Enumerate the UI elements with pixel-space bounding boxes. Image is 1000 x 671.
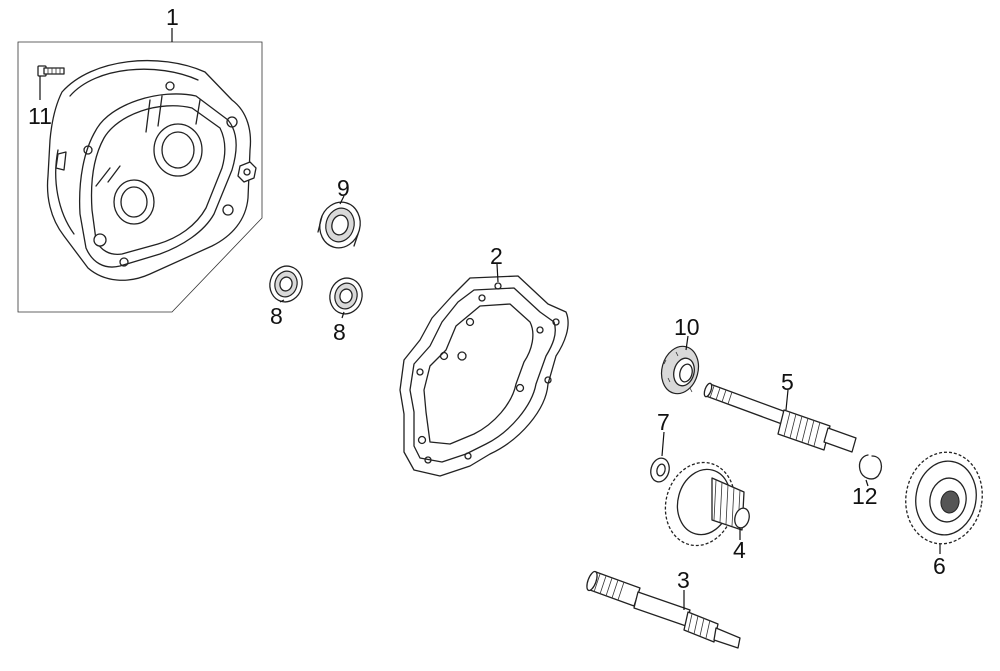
- leader-2: [496, 263, 499, 283]
- leader-9: [339, 195, 345, 205]
- part-8-bearing-right[interactable]: [326, 274, 366, 317]
- part-number-labels: 1 11 9 8 8 2 10 5 7 12 4 6 3: [28, 4, 946, 593]
- leader-lines: [39, 28, 941, 610]
- label-part-3: 3: [677, 567, 690, 593]
- leader-12: [865, 479, 869, 487]
- part-12-circlip[interactable]: [858, 454, 883, 480]
- label-part-4: 4: [733, 537, 746, 563]
- label-part-9: 9: [337, 175, 350, 201]
- leader-8b: [341, 311, 345, 319]
- label-part-7: 7: [657, 409, 670, 435]
- part-5-countershaft[interactable]: [703, 382, 857, 453]
- part-9-bearing[interactable]: [315, 198, 366, 253]
- part-2-gasket[interactable]: [399, 275, 569, 477]
- part-11-stud-bolt[interactable]: [37, 65, 65, 77]
- label-part-8b: 8: [333, 319, 346, 345]
- part-4-counter-gear[interactable]: [656, 455, 751, 554]
- leader-8a: [279, 299, 285, 303]
- part-8-bearing-left[interactable]: [266, 262, 306, 305]
- label-part-1: 1: [166, 4, 179, 30]
- part-6-final-gear[interactable]: [899, 446, 990, 550]
- part-1-transmission-cover[interactable]: [17, 41, 263, 313]
- label-part-11: 11: [28, 103, 52, 129]
- label-part-6: 6: [933, 553, 946, 579]
- label-part-5: 5: [781, 369, 794, 395]
- leader-10: [685, 335, 689, 351]
- part-10-oil-seal[interactable]: [656, 342, 703, 398]
- label-part-8a: 8: [270, 303, 283, 329]
- part-3-drive-shaft[interactable]: [585, 570, 741, 649]
- label-part-10: 10: [674, 314, 700, 340]
- part-1-box: [17, 41, 263, 313]
- part-7-washer[interactable]: [648, 456, 672, 484]
- leader-5: [785, 389, 789, 411]
- label-part-12: 12: [852, 483, 878, 509]
- leader-7: [661, 431, 665, 457]
- label-part-2: 2: [490, 243, 503, 269]
